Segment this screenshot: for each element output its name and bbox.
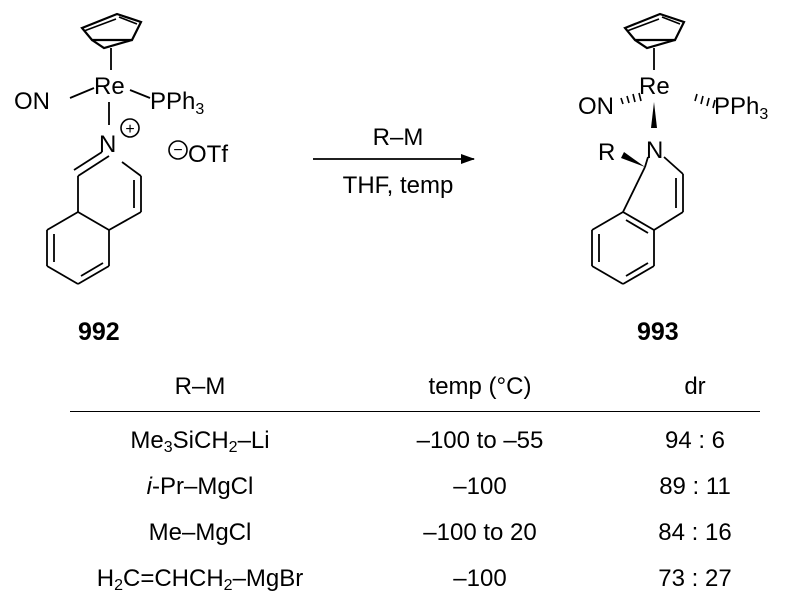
substituent-r-label: R bbox=[598, 139, 615, 166]
cp-ring-icon bbox=[623, 12, 686, 70]
svg-text:−: − bbox=[173, 142, 182, 159]
reaction-arrow: R–M THF, temp bbox=[313, 124, 475, 199]
metal-label: Re bbox=[94, 73, 125, 100]
arrow-reagent: R–M bbox=[373, 124, 424, 151]
cell-temp: –100 bbox=[453, 565, 507, 592]
arrow-conditions: THF, temp bbox=[343, 172, 454, 199]
cp-ring-icon bbox=[80, 12, 143, 70]
table-row: Me–MgCl –100 to 20 84 : 16 bbox=[70, 510, 760, 556]
wedge-bond bbox=[651, 102, 657, 128]
table-row: H2C=CHCH2–MgBr –100 73 : 27 bbox=[70, 556, 760, 602]
cell-dr: 84 : 16 bbox=[658, 519, 732, 546]
results-table: R–M temp (°C) dr Me3SiCH2–Li –100 to –55… bbox=[70, 365, 760, 602]
cell-temp: –100 to 20 bbox=[423, 519, 537, 546]
hashed-bonds bbox=[620, 92, 716, 109]
cell-rm: i-Pr–MgCl bbox=[146, 473, 254, 500]
product-993: Re ON PPh3 N R 993 bbox=[578, 12, 768, 346]
ligand-pph3-label: PPh3 bbox=[150, 88, 204, 118]
table-header-row: R–M temp (°C) dr bbox=[70, 365, 760, 409]
header-rm: R–M bbox=[174, 373, 226, 400]
header-temp: temp (°C) bbox=[428, 373, 532, 400]
ligand-pph3-label: PPh3 bbox=[714, 93, 768, 123]
cell-rm: H2C=CHCH2–MgBr bbox=[96, 565, 304, 594]
ligand-no-label: ON bbox=[14, 88, 50, 115]
positive-charge-icon: + bbox=[120, 118, 140, 138]
table-row: Me3SiCH2–Li –100 to –55 94 : 6 bbox=[70, 418, 760, 464]
compound-id-992: 992 bbox=[78, 318, 120, 346]
header-rule bbox=[70, 411, 760, 412]
nitrogen-label: N bbox=[646, 137, 663, 164]
cell-rm: Me3SiCH2–Li bbox=[130, 427, 270, 456]
metal-label: Re bbox=[639, 73, 670, 100]
header-dr: dr bbox=[684, 373, 706, 400]
wedge-bond-r bbox=[621, 152, 645, 167]
svg-text:+: + bbox=[125, 121, 134, 138]
svg-text:OTf: OTf bbox=[188, 141, 228, 168]
reactant-992: Re ON PPh3 N + − OTf 992 bbox=[14, 12, 228, 346]
cell-rm: Me–MgCl bbox=[148, 519, 252, 546]
cell-dr: 94 : 6 bbox=[664, 427, 726, 454]
table-row: i-Pr–MgCl –100 89 : 11 bbox=[70, 464, 760, 510]
nitrogen-label: N bbox=[99, 131, 116, 158]
cell-temp: –100 to –55 bbox=[416, 427, 544, 454]
counterion-label: − OTf bbox=[168, 140, 228, 168]
cell-dr: 89 : 11 bbox=[659, 473, 731, 500]
ligand-no-label: ON bbox=[578, 93, 614, 120]
compound-id-993: 993 bbox=[637, 318, 679, 346]
cell-temp: –100 bbox=[453, 473, 507, 500]
reaction-scheme: Re ON PPh3 N + − OTf 992 R–M THF, temp bbox=[14, 12, 768, 346]
cell-dr: 73 : 27 bbox=[658, 565, 732, 592]
